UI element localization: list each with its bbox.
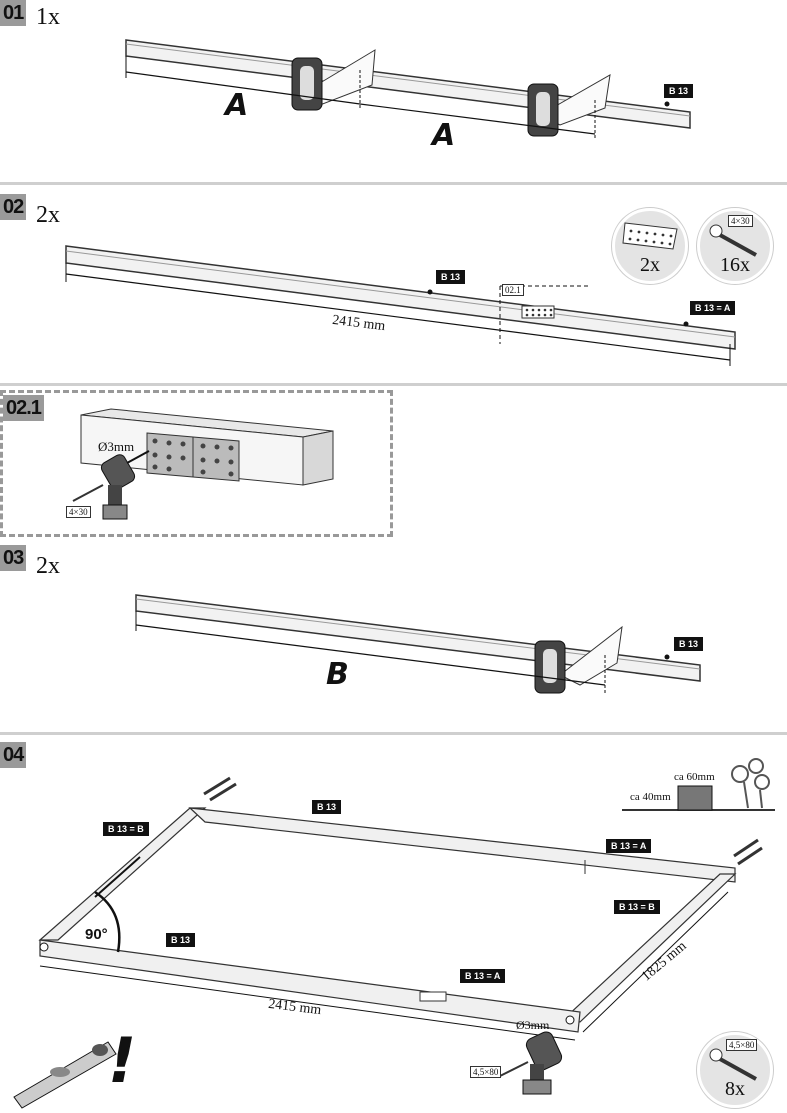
plate-icon xyxy=(622,222,678,250)
screw-icon xyxy=(709,224,757,257)
badge-screw-size: 4,5×80 xyxy=(726,1039,758,1051)
screw-size: 4,5×80 xyxy=(470,1066,502,1078)
angle-90: 90° xyxy=(85,926,108,943)
drill-size: Ø3mm xyxy=(516,1018,550,1032)
depth-60: ca 60mm xyxy=(674,771,715,783)
step-03-drawing xyxy=(135,594,701,694)
tag-b13-b-left: B 13 = B xyxy=(103,822,149,836)
step-quantity: 2x xyxy=(36,202,60,228)
tag-b13-bottom-left: B 13 xyxy=(166,933,196,947)
label-a-second: A xyxy=(432,118,456,153)
step-04-frame-drawing xyxy=(13,758,775,1109)
tag-b13-a-bottom: B 13 = A xyxy=(460,969,506,983)
badge-screw: 4,5×80 8x xyxy=(697,1032,773,1108)
badge-plate-qty: 2x xyxy=(640,254,660,276)
tag-b13-a: B 13 = A xyxy=(690,301,736,315)
tag-b13-top: B 13 xyxy=(312,800,342,814)
tag-b13-mid: B 13 xyxy=(436,270,466,284)
drill-size: Ø3mm xyxy=(98,439,135,454)
step-03-panel: 03 2x B B 13 xyxy=(0,545,787,735)
step-quantity: 1x xyxy=(36,4,60,30)
label-b: B xyxy=(326,657,349,692)
badge-screw-size: 4×30 xyxy=(728,215,753,227)
tag-b13-a-top-right: B 13 = A xyxy=(606,839,652,853)
step-quantity: 2x xyxy=(36,553,60,579)
step-02-1-drawing xyxy=(72,408,334,520)
tag-b13: B 13 xyxy=(664,84,694,98)
badge-screw-qty: 16x xyxy=(720,254,750,276)
step-04-panel: 04 B 13 = B B 13 B 13 = A B 13 = B xyxy=(0,742,787,1113)
step-01-panel: 01 1x A A B 13 xyxy=(0,0,787,185)
screw-size: 4×30 xyxy=(66,506,91,518)
step-number: 02 xyxy=(0,194,27,220)
step-number: 04 xyxy=(0,742,27,768)
screw-icon xyxy=(709,1048,757,1081)
badge-plate: 2x xyxy=(612,208,688,284)
step-01-drawing xyxy=(125,39,691,140)
step-number: 03 xyxy=(0,545,27,571)
tag-b13-b-right: B 13 = B xyxy=(614,900,660,914)
tag-b13: B 13 xyxy=(674,637,704,651)
step-number: 01 xyxy=(0,0,27,26)
step-number: 02.1 xyxy=(3,395,44,421)
depth-40: ca 40mm xyxy=(630,791,671,803)
step-02-panel: 02 2x 2415 mm B 13 B 13 = A 02.1 2x 4×30… xyxy=(0,194,787,386)
label-a-first: A xyxy=(225,88,249,123)
badge-screw: 4×30 16x xyxy=(697,208,773,284)
badge-screw-qty: 8x xyxy=(725,1078,745,1100)
warning-icon: ! xyxy=(108,1024,137,1097)
step-02-1-panel: 02.1 Ø3mm 4×30 xyxy=(0,390,393,537)
detail-ref-02-1: 02.1 xyxy=(502,284,524,296)
